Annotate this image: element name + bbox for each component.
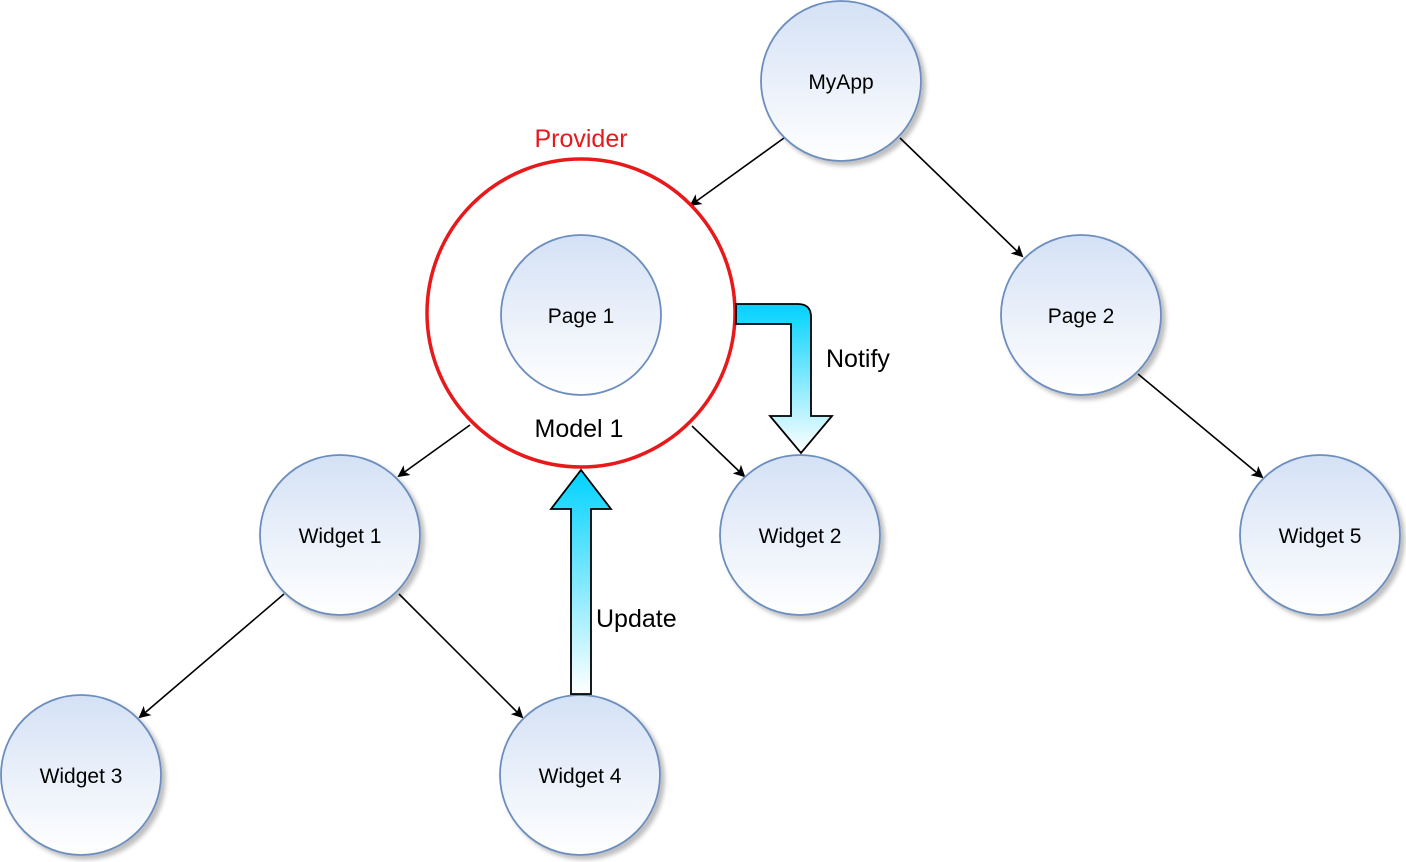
node-label: Widget 2 (759, 525, 842, 548)
node-circle (0, 694, 162, 856)
node-circle (1239, 454, 1401, 616)
node-label: Widget 4 (539, 765, 622, 788)
notify-arrow-shape (735, 303, 834, 455)
edge-widget1-widget3 (138, 593, 285, 719)
edge-widget1-widget4 (398, 593, 524, 719)
node-page1: Page 1 (500, 234, 662, 396)
edge-provider-widget1 (397, 424, 471, 478)
provider-label: Provider (534, 125, 627, 153)
node-circle (1000, 234, 1162, 396)
edge-page2-widget5 (1137, 373, 1264, 479)
node-label: MyApp (808, 71, 873, 94)
node-label: Widget 1 (299, 525, 382, 548)
node-page2: Page 2 (1000, 234, 1162, 396)
notify-label: Notify (826, 345, 890, 373)
node-circle (760, 0, 922, 162)
node-widget3: Widget 3 (0, 694, 162, 856)
node-circle (259, 454, 421, 616)
node-widget4: Widget 4 (499, 694, 661, 856)
update-label: Update (596, 605, 677, 633)
notify-arrow (735, 303, 834, 455)
node-widget1: Widget 1 (259, 454, 421, 616)
update-arrow (549, 468, 613, 695)
node-widget2: Widget 2 (719, 454, 881, 616)
node-widget5: Widget 5 (1239, 454, 1401, 616)
node-label: Widget 3 (40, 765, 123, 788)
node-circle (500, 234, 662, 396)
edge-myapp-provider (689, 137, 785, 207)
update-arrow-shape (549, 468, 613, 695)
node-myapp: MyApp (760, 0, 922, 162)
edges (138, 137, 1264, 719)
node-label: Widget 5 (1279, 525, 1362, 548)
edge-provider-widget2 (691, 425, 746, 478)
edge-myapp-page2 (899, 137, 1024, 258)
node-label: Page 1 (548, 305, 615, 328)
node-label: Page 2 (1048, 305, 1115, 328)
model-label: Model 1 (535, 415, 624, 443)
node-circle (499, 694, 661, 856)
node-circle (719, 454, 881, 616)
